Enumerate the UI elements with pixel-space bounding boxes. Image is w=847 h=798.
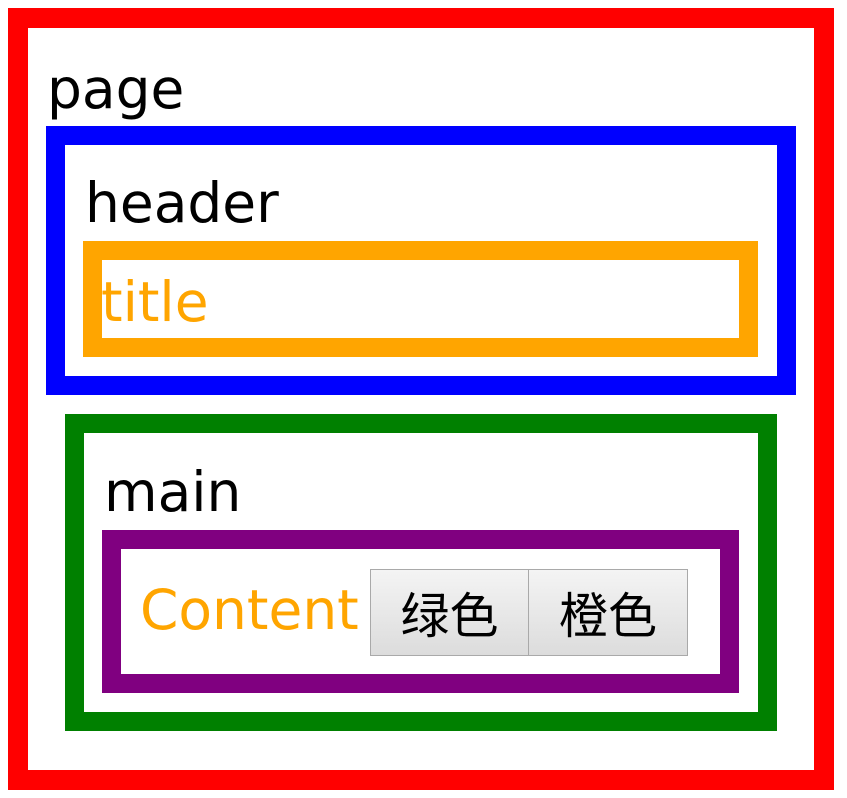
title-text: title (101, 270, 209, 334)
main-label: main (104, 460, 242, 524)
green-button[interactable]: 绿色 (370, 569, 529, 656)
header-label: header (85, 171, 279, 235)
content-box (102, 530, 739, 693)
main-box (65, 414, 777, 731)
orange-button[interactable]: 橙色 (529, 569, 688, 656)
color-button-group: 绿色 橙色 (370, 569, 688, 656)
page-box (8, 8, 834, 790)
title-box (83, 241, 758, 357)
content-text: Content (140, 578, 359, 642)
header-box (46, 126, 796, 395)
page-label: page (47, 57, 185, 121)
